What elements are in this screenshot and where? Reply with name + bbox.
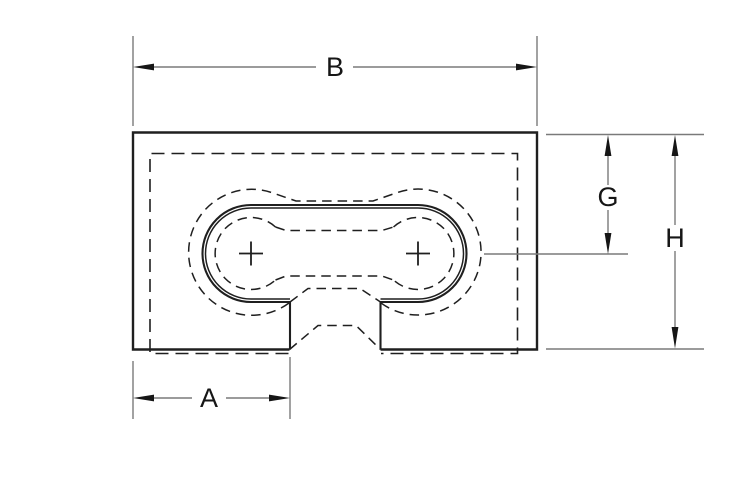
dimension-b: B [132,36,538,126]
block-outline [131,131,539,351]
dimension-g-label: G [597,182,618,212]
dimension-g: G [597,135,619,254]
dimension-h-arrow-down [671,327,679,349]
dimension-a-arrow-left [133,394,154,402]
cavity-outline-inner [204,207,465,300]
dimension-g-arrow-down [604,233,612,254]
dimension-a-arrow-right [269,394,290,402]
dimension-b-arrow-right [516,63,537,71]
dimension-a-label: A [200,383,218,413]
dimension-b-arrow-left [133,63,154,71]
dimension-a-extension-lines [132,357,291,419]
inner-hidden-dogbone-left-circle [214,216,277,291]
inner-hidden-rect [149,152,519,355]
dimension-b-extension-lines [132,36,538,126]
inner-hidden-dogbone-neck-top [275,226,394,232]
dimension-b-label: B [326,52,344,82]
inner-hidden-dogbone-neck-bottom [275,275,394,281]
slot-hidden-bridge [289,287,381,303]
dimension-h-arrow-up [671,135,679,156]
cavity-outline-outer [201,203,468,350]
dimension-a: A [132,357,291,419]
dimension-h-label: H [665,223,685,253]
bottom-notch-hidden [289,324,382,351]
outer-hidden-contour [187,188,482,317]
dimension-h: H [665,135,685,349]
inner-hidden-dogbone-right-circle [392,216,455,291]
center-mark-left [239,241,263,266]
center-mark-right [406,241,430,266]
dimension-g-arrow-up [604,135,612,156]
